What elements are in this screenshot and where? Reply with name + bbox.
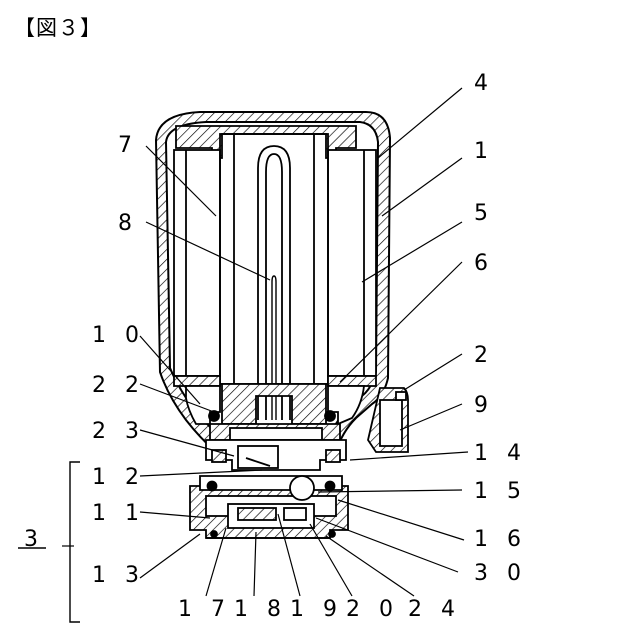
label-7: 7 [118, 133, 138, 158]
label-23: 2 3 [92, 419, 145, 444]
label-22: 2 2 [92, 373, 145, 398]
label-3: 3 [24, 527, 44, 552]
label-17: 1 7 [178, 597, 231, 622]
label-12: 1 2 [92, 465, 145, 490]
label-15: 1 5 [474, 479, 527, 504]
label-4: 4 [474, 71, 494, 96]
label-30: 3 0 [474, 561, 527, 586]
label-19: 1 9 [290, 597, 343, 622]
label-2: 2 [474, 343, 494, 368]
label-6: 6 [474, 251, 494, 276]
label-1: 1 [474, 139, 494, 164]
group-bracket [70, 462, 80, 622]
label-16: 1 6 [474, 527, 527, 552]
label-18: 1 8 [234, 597, 287, 622]
label-5: 5 [474, 201, 494, 226]
coupling-unit [190, 476, 348, 538]
label-24: 2 4 [408, 597, 461, 622]
label-10: 1 0 [92, 323, 145, 348]
label-14: 1 4 [474, 441, 527, 466]
label-20: 2 0 [346, 597, 399, 622]
label-13: 1 3 [92, 563, 145, 588]
label-8: 8 [118, 211, 138, 236]
valve-insert [206, 440, 346, 470]
label-11: 1 1 [92, 501, 145, 526]
label-9: 9 [474, 393, 494, 418]
